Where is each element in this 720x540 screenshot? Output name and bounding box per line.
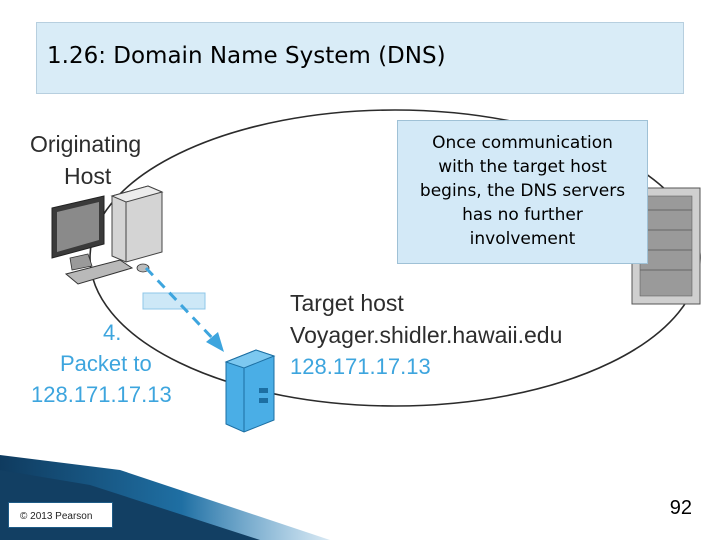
target-host-server-icon <box>224 349 276 433</box>
packet-rect <box>142 292 206 310</box>
callout-line-3: begins, the DNS servers <box>419 181 626 201</box>
title-banner: 1.26: Domain Name System (DNS) <box>36 22 684 94</box>
target-host-label: Target host <box>290 290 404 316</box>
originating-label-line-2: Host <box>64 163 112 189</box>
dns-server-icon <box>631 187 701 305</box>
packet-arrow-head <box>206 332 224 352</box>
page-number: 92 <box>669 497 692 519</box>
target-ip-label: 128.171.17.13 <box>290 354 431 379</box>
originating-host-computer-icon <box>51 185 164 285</box>
target-hostname-label: Voyager.shidler.hawaii.edu <box>290 322 563 348</box>
callout-line-2: with the target host <box>438 157 607 177</box>
packet-to-label: Packet to <box>60 351 152 376</box>
packet-ip-label: 128.171.17.13 <box>31 382 172 407</box>
callout-line-1: Once communication <box>432 133 613 153</box>
copyright-box <box>8 502 113 528</box>
slide-title: 1.26: Domain Name System (DNS) <box>47 43 446 69</box>
step-number-label: 4. <box>103 320 122 345</box>
copyright-text: © 2013 Pearson <box>20 511 93 522</box>
callout-box: Once communication with the target host … <box>397 120 648 264</box>
callout-line-4: has no further <box>462 205 583 225</box>
originating-label-line-1: Originating <box>30 131 142 157</box>
callout-line-5: involvement <box>469 229 576 249</box>
